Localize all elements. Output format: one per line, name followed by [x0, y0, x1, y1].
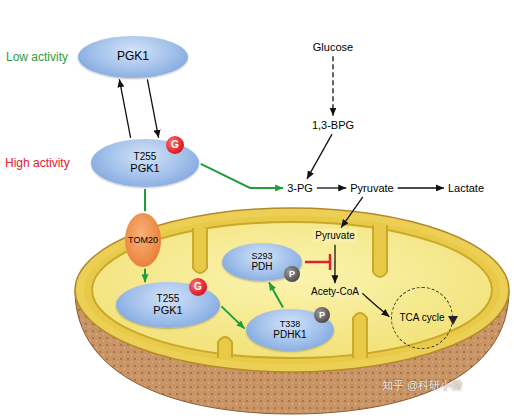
protein-ellipse: T255PGK1 G	[91, 139, 199, 187]
metabolite-node: 3-PG	[285, 181, 315, 196]
node-text: PDHK1	[273, 329, 306, 341]
connector-arrow	[334, 245, 335, 284]
node-text: PGK1	[130, 162, 159, 175]
node-text: 3-PG	[287, 182, 313, 195]
node-text: Pyruvate	[315, 230, 354, 242]
phosphate-badge: P	[284, 266, 300, 282]
connector-arrow	[119, 79, 130, 138]
node-text: P	[319, 310, 325, 320]
protein-ellipse: PGK1	[78, 36, 188, 78]
metabolite-node: Acety-CoA	[309, 285, 361, 299]
cristae	[193, 225, 387, 358]
inhibition	[305, 254, 330, 270]
connector-arrow	[332, 56, 333, 115]
node-text: G	[194, 281, 202, 293]
node-text: T255	[157, 293, 180, 305]
node-text: TCA cycle	[399, 312, 444, 324]
watermark: 知乎 @科研小僧	[382, 378, 462, 393]
connector-arrow	[362, 293, 389, 316]
node-text: T255	[134, 151, 157, 163]
connector-arrow	[398, 187, 444, 188]
connector-arrow	[201, 164, 283, 188]
node-text: 1,3-BPG	[312, 119, 354, 132]
node-text: Acety-CoA	[311, 286, 359, 298]
connector-arrow	[144, 189, 146, 211]
connector-arrow	[144, 269, 146, 283]
metabolite-node: 1,3-BPG	[310, 118, 356, 133]
outer-membrane	[75, 208, 509, 372]
node-text: Glucose	[313, 41, 353, 54]
connector-arrow	[147, 79, 158, 138]
state-label: High activity	[5, 156, 70, 170]
connector-arrow	[307, 134, 332, 179]
matrix	[92, 222, 492, 358]
metabolite-node: Glucose	[311, 40, 355, 55]
protein-ellipse: T338PDHK1 P	[246, 309, 334, 351]
cycle-arrowhead	[448, 316, 458, 325]
protein-ellipse: T255PGK1 G	[116, 282, 220, 328]
node-text: G	[171, 139, 179, 151]
metabolite-node: Pyruvate	[348, 181, 395, 196]
node-text: Pyruvate	[350, 182, 393, 195]
intermembrane	[84, 216, 500, 364]
node-text: S293	[251, 251, 272, 261]
node-text: PGK1	[153, 304, 182, 317]
phosphate-badge: P	[314, 307, 330, 323]
node-text: PDH	[251, 261, 272, 273]
protein-ellipse: S293PDH P	[222, 243, 302, 281]
cycle-node: TCA cycle	[391, 287, 453, 349]
connector-arrow	[221, 306, 244, 328]
membrane-protein: TOM20	[125, 213, 161, 267]
metabolite-node: Lactate	[446, 181, 486, 196]
metabolite-node: Pyruvate	[313, 229, 356, 243]
node-text: Lactate	[448, 182, 484, 195]
connector-arrow	[317, 187, 346, 188]
node-text: PGK1	[117, 50, 149, 64]
connector-arrow	[341, 197, 363, 228]
modification-badge: G	[166, 136, 184, 154]
node-text: P	[289, 269, 295, 279]
modification-badge: G	[189, 278, 207, 296]
node-text: T338	[280, 319, 301, 329]
state-label: Low activity	[6, 50, 68, 64]
connector-arrow	[269, 283, 283, 308]
node-text: TOM20	[128, 235, 158, 245]
